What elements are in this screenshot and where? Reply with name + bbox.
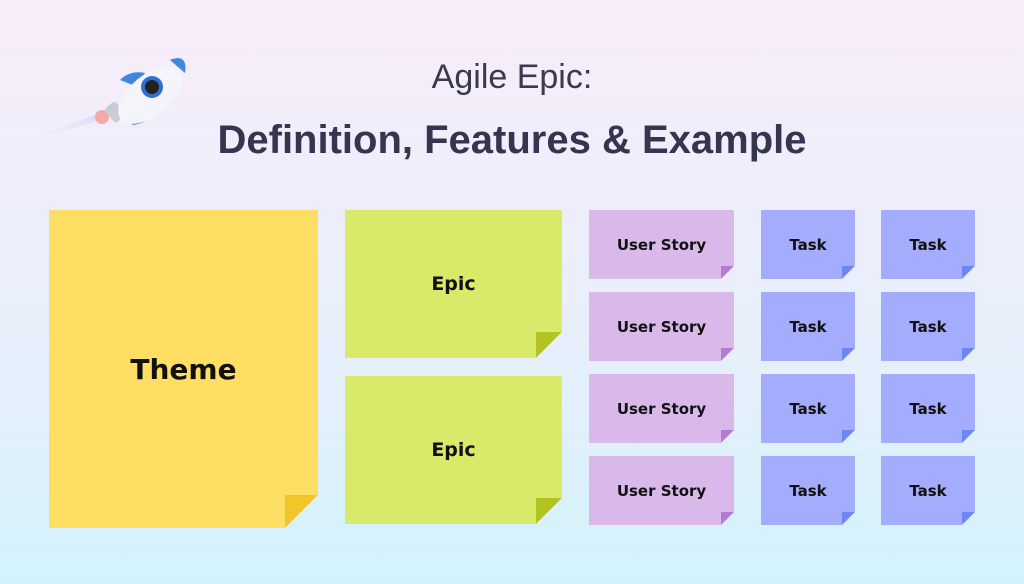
fold-corner bbox=[962, 266, 975, 279]
fold-corner bbox=[962, 348, 975, 361]
user-story-note: User Story bbox=[589, 292, 734, 361]
fold-corner bbox=[285, 495, 318, 528]
fold-corner bbox=[962, 430, 975, 443]
user-story-label: User Story bbox=[616, 235, 707, 254]
epic-label: Epic bbox=[431, 439, 476, 461]
theme-note: Theme bbox=[49, 210, 318, 528]
fold-corner bbox=[721, 348, 734, 361]
task-label: Task bbox=[909, 235, 947, 254]
task-note: Task bbox=[881, 374, 975, 443]
fold-corner bbox=[721, 430, 734, 443]
task-label: Task bbox=[909, 481, 947, 500]
fold-corner bbox=[842, 348, 855, 361]
fold-corner bbox=[842, 266, 855, 279]
task-label: Task bbox=[909, 399, 947, 418]
fold-corner bbox=[721, 512, 734, 525]
theme-label: Theme bbox=[130, 352, 237, 386]
task-note: Task bbox=[761, 292, 855, 361]
user-story-label: User Story bbox=[616, 399, 707, 418]
rocket-icon bbox=[30, 58, 186, 140]
user-story-note: User Story bbox=[589, 210, 734, 279]
epic-label: Epic bbox=[431, 273, 476, 295]
task-note: Task bbox=[761, 210, 855, 279]
task-note: Task bbox=[881, 210, 975, 279]
task-label: Task bbox=[909, 317, 947, 336]
page-title: Definition, Features & Example bbox=[217, 118, 807, 162]
task-label: Task bbox=[789, 235, 827, 254]
user-story-label: User Story bbox=[616, 317, 707, 336]
fold-corner bbox=[721, 266, 734, 279]
task-note: Task bbox=[761, 456, 855, 525]
epic-note: Epic bbox=[345, 376, 562, 524]
task-note: Task bbox=[881, 292, 975, 361]
user-story-note: User Story bbox=[589, 374, 734, 443]
fold-corner bbox=[842, 430, 855, 443]
user-story-note: User Story bbox=[589, 456, 734, 525]
user-story-label: User Story bbox=[616, 481, 707, 500]
task-note: Task bbox=[881, 456, 975, 525]
fold-corner bbox=[842, 512, 855, 525]
task-label: Task bbox=[789, 481, 827, 500]
task-label: Task bbox=[789, 399, 827, 418]
task-note: Task bbox=[761, 374, 855, 443]
fold-corner bbox=[536, 498, 562, 524]
page-subtitle: Agile Epic: bbox=[431, 58, 593, 96]
task-label: Task bbox=[789, 317, 827, 336]
fold-corner bbox=[962, 512, 975, 525]
epic-note: Epic bbox=[345, 210, 562, 358]
fold-corner bbox=[536, 332, 562, 358]
